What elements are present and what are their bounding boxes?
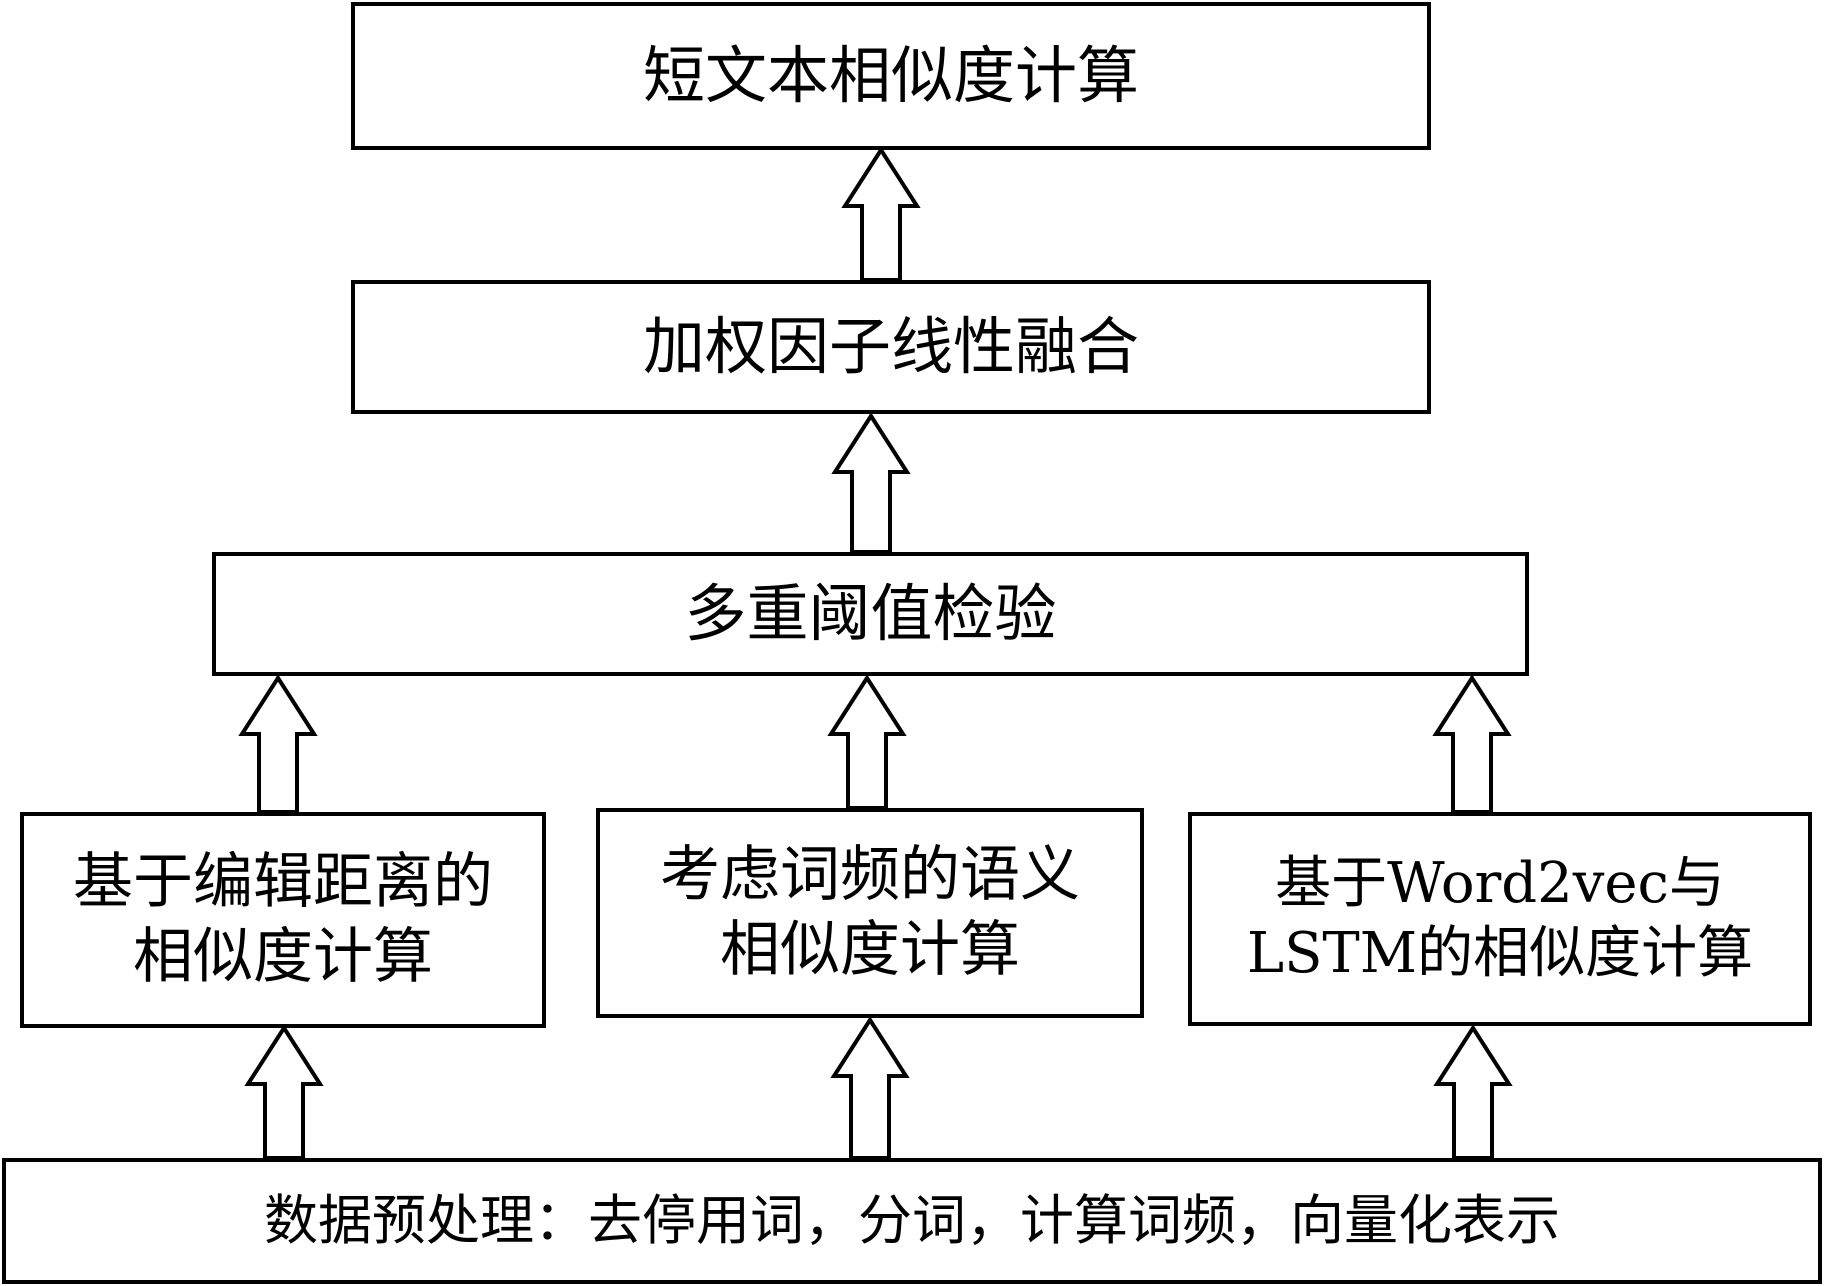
data-preprocessing-label: 数据预处理：去停用词，分词，计算词频，向量化表示	[264, 1189, 1560, 1253]
arrow-up-icon	[1432, 674, 1512, 814]
data-preprocessing-box: 数据预处理：去停用词，分词，计算词频，向量化表示	[2, 1158, 1822, 1284]
edit-distance-similarity-box: 基于编辑距离的 相似度计算	[20, 812, 546, 1028]
lstm-label-line1: 基于Word2vec与	[1275, 851, 1725, 916]
arrow-up-icon	[841, 146, 921, 282]
semantic-similarity-box: 考虑词频的语义 相似度计算	[596, 808, 1144, 1018]
arrow-up-icon	[1433, 1024, 1513, 1160]
multi-threshold-label: 多重阈值检验	[684, 577, 1057, 651]
edit-distance-label-line1: 基于编辑距离的	[73, 847, 493, 917]
arrow-up-icon	[238, 674, 318, 814]
semantic-label-line2: 相似度计算	[720, 915, 1020, 985]
arrow-up-icon	[831, 412, 911, 554]
lstm-label-line2: LSTM的相似度计算	[1246, 921, 1754, 986]
weighted-fusion-box: 加权因子线性融合	[351, 280, 1431, 414]
word2vec-lstm-similarity-box: 基于Word2vec与 LSTM的相似度计算	[1188, 812, 1812, 1026]
arrow-up-icon	[244, 1024, 324, 1160]
short-text-similarity-label: 短文本相似度计算	[642, 39, 1139, 113]
arrow-up-icon	[830, 1016, 910, 1160]
weighted-fusion-label: 加权因子线性融合	[642, 310, 1139, 384]
edit-distance-label-line2: 相似度计算	[133, 922, 433, 992]
arrow-up-icon	[827, 674, 907, 810]
multi-threshold-box: 多重阈值检验	[212, 552, 1529, 676]
semantic-label-line1: 考虑词频的语义	[660, 840, 1080, 910]
short-text-similarity-box: 短文本相似度计算	[351, 2, 1431, 150]
